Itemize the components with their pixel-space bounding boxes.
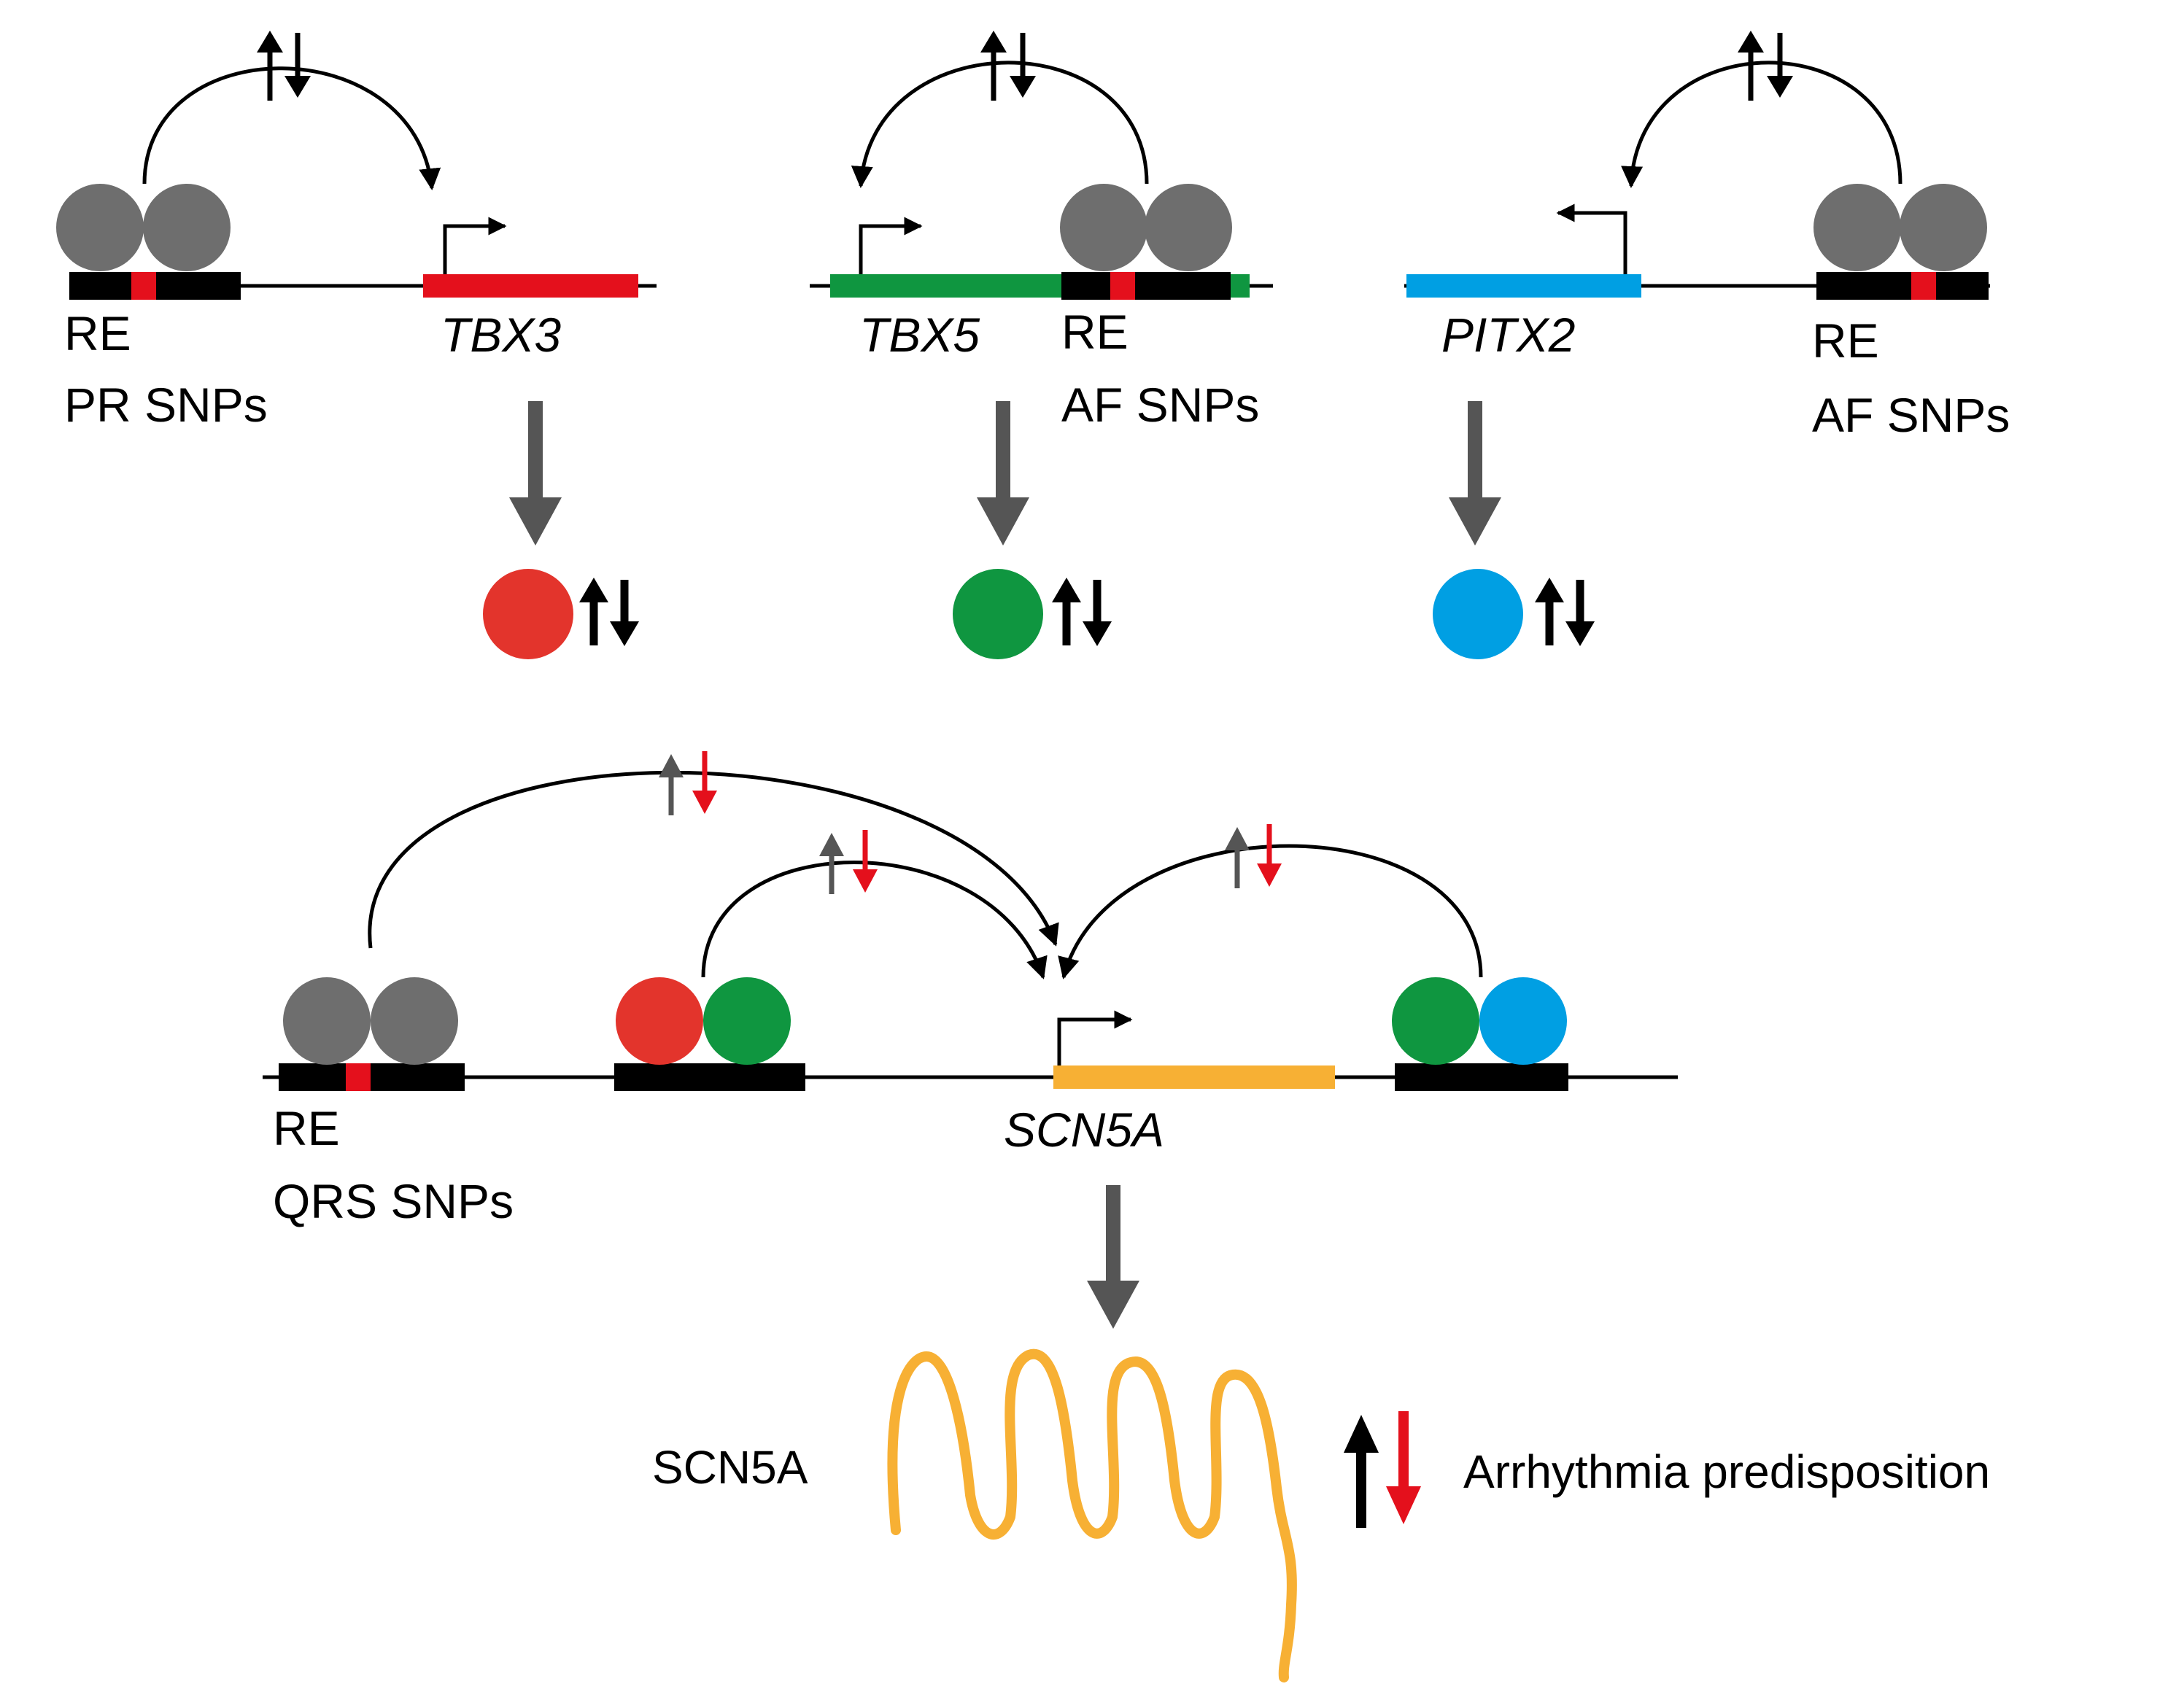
qrs-factor-left [283, 977, 371, 1065]
pitx2-snp-label: AF SNPs [1812, 388, 2010, 442]
pitx2-factor-left [1813, 184, 1901, 271]
scn5a-wavy-protein-icon [887, 1348, 1297, 1682]
tbx5-snp-label: AF SNPs [1061, 378, 1259, 432]
pitx2-protein [1433, 569, 1523, 659]
arrhythmia-predisposition-label: Arrhythmia predisposition [1463, 1445, 1990, 1498]
scn5a-protein-label: SCN5A [652, 1441, 808, 1494]
qrs-snp-mark [346, 1063, 371, 1091]
pitx2-regulation-arc [1621, 61, 1902, 188]
pitx2-factor-bound [1479, 977, 1567, 1065]
tbx5-level-up-down-arrows-icon [1052, 578, 1112, 646]
tbx5-re-label: RE [1061, 305, 1129, 359]
qrs-regulatory-element [279, 1063, 465, 1091]
qrs-up-down-arrows-icon [659, 751, 717, 815]
pitx2-regulatory-element [1816, 272, 1989, 300]
scn5a-gene-label: SCN5A [1004, 1103, 1164, 1157]
pitx2-expression-down-arrow-icon [1449, 401, 1501, 546]
pitx2-re-label: RE [1812, 314, 1879, 368]
tbx3-factor-left [56, 184, 144, 271]
pitx2-gene-body [1406, 274, 1641, 298]
tbx5-factor-bound-left [703, 977, 791, 1065]
tbx5-regulatory-element [1061, 272, 1231, 300]
pitx2-tss-bent-arrow-icon [1556, 203, 1627, 274]
tbx3-regulation-arc [142, 66, 441, 190]
arrhythmia-up-down-arrows-icon [1344, 1411, 1421, 1528]
tbx3-re-label: RE [64, 306, 131, 360]
scn5a-expression-down-arrow-icon [1087, 1185, 1139, 1329]
pitx2-up-down-arrows-icon [1738, 31, 1793, 101]
tbx3-expression-down-arrow-icon [509, 401, 562, 546]
qrs-snp-label: QRS SNPs [273, 1174, 514, 1228]
tbx3-level-up-down-arrows-icon [579, 578, 639, 646]
tbx5-expression-down-arrow-icon [977, 401, 1029, 546]
tbx5-factor-left [1060, 184, 1147, 271]
pitx2-panel: PITX2 RE AF SNPs [1404, 31, 2010, 659]
tbx5-factor-right [1145, 184, 1232, 271]
tbx5-protein [953, 569, 1043, 659]
pitx2-factor-right [1900, 184, 1987, 271]
scn5a-protein-section: SCN5A Arrhythmia predisposition [652, 1348, 1990, 1682]
tbx-up-down-arrows-icon [819, 830, 878, 894]
tbx3-snp-label: PR SNPs [64, 378, 268, 432]
tbx5-tss-bent-arrow-icon [859, 217, 923, 274]
tbx3-snp-mark [131, 272, 156, 300]
tbx5-snp-mark [1110, 272, 1135, 300]
tbx3-gene-body [423, 274, 638, 298]
tbx3-gene-label: TBX3 [441, 308, 561, 362]
tbx3-panel: RE PR SNPs TBX3 [56, 31, 657, 659]
pitx2-snp-mark [1911, 272, 1936, 300]
scn5a-gene-body [1053, 1065, 1335, 1089]
pitx2-regulation-arc [1058, 844, 1483, 979]
tbx3-tss-bent-arrow-icon [443, 217, 507, 274]
pitx2-gene-label: PITX2 [1441, 308, 1575, 362]
tbx3-factor-bound [616, 977, 703, 1065]
tbx5-factor-bound-right [1392, 977, 1479, 1065]
qrs-factor-right [371, 977, 458, 1065]
scn5a-tss-bent-arrow-icon [1057, 1010, 1133, 1065]
tbx5-regulation-arc [851, 61, 1149, 188]
scn5a-locus: RE QRS SNPs SCN5A [263, 751, 1678, 1329]
tbx-binding-element [614, 1063, 805, 1091]
pitx2-up-down-arrows-icon-locus [1225, 824, 1282, 888]
tbx5-up-down-arrows-icon [980, 31, 1036, 101]
pitx2-binding-element [1395, 1063, 1568, 1091]
tbx3-up-down-arrows-icon [257, 31, 311, 101]
qrs-re-label: RE [273, 1101, 340, 1155]
pitx2-level-up-down-arrows-icon [1535, 578, 1595, 646]
tbx3-protein [483, 569, 573, 659]
tbx5-gene-label: TBX5 [859, 308, 980, 362]
tbx3-factor-right [143, 184, 231, 271]
tbx-regulation-arc [701, 861, 1048, 979]
tbx5-panel: TBX5 RE AF SNPs [810, 31, 1273, 659]
